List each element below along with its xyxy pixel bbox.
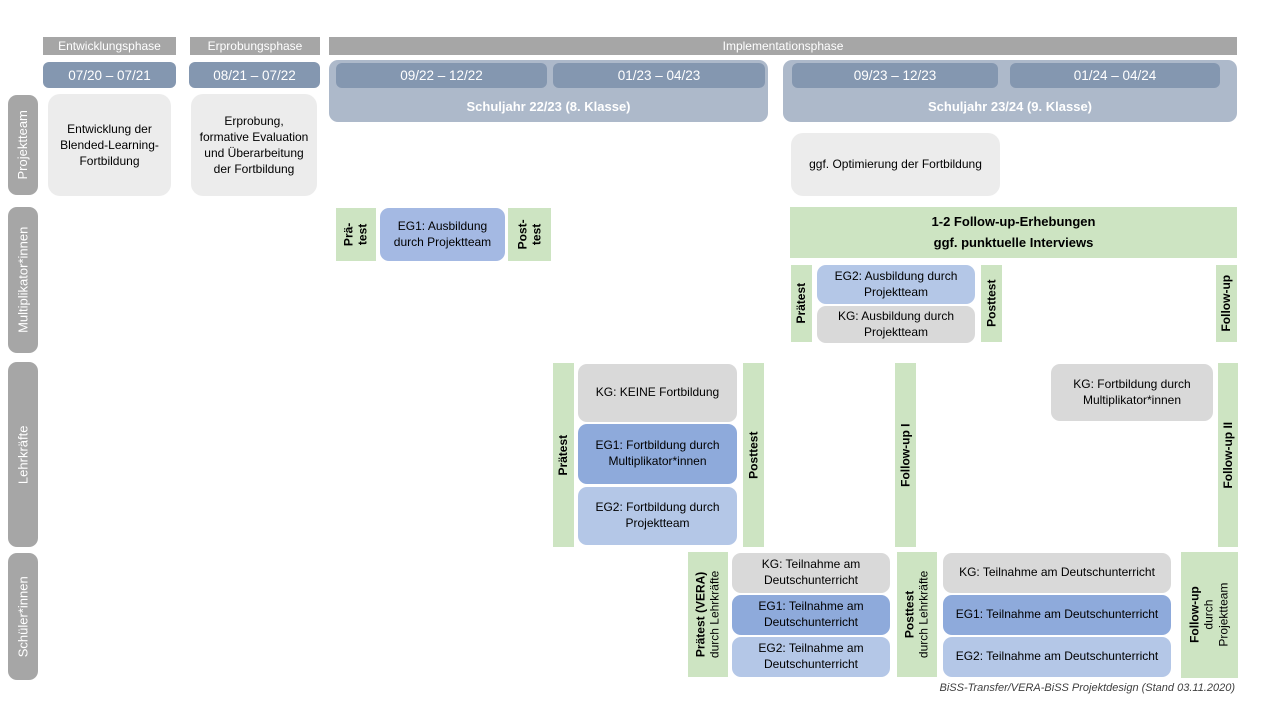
bar-praetest-multiplikator-2: Prätest xyxy=(791,265,812,342)
date-pill-0821-0722: 08/21 – 07/22 xyxy=(189,62,320,88)
sidebar-row-lehrkraefte-label: Lehrkräfte xyxy=(15,425,31,484)
followup2-label: Follow-up II xyxy=(1220,421,1235,489)
praetest-vera-line2: durch Lehrkräfte xyxy=(708,570,723,659)
sidebar-row-schueler: Schüler*innen xyxy=(8,553,38,680)
bar-followup2-lehrkraefte: Follow-up II xyxy=(1218,363,1238,547)
box-eg1-teilnahme-1: EG1: Teilnahme am Deutschunterricht xyxy=(732,595,890,635)
box-eg1-fortbildung-multiplikator: EG1: Fortbildung durch Multiplikator*inn… xyxy=(578,424,737,484)
box-kg-fortbildung-multiplikator: KG: Fortbildung durch Multiplikator*inne… xyxy=(1051,364,1213,421)
schoolyear-label-2324: Schuljahr 23/24 (9. Klasse) xyxy=(927,98,1093,114)
followup-erhebungen-line2: ggf. punktuelle Interviews xyxy=(933,234,1094,250)
bar-praetest-vera-schueler: Prätest (VERA) durch Lehrkräfte xyxy=(688,552,728,677)
box-eg1-teilnahme-2: EG1: Teilnahme am Deutschunterricht xyxy=(943,595,1171,635)
box-followup-erhebungen: 1-2 Follow-up-Erhebungen ggf. punktuelle… xyxy=(790,207,1237,258)
schoolyear-label-2223: Schuljahr 22/23 (8. Klasse) xyxy=(466,98,631,114)
posttest-schueler-line2: durch Lehrkräfte xyxy=(917,570,932,659)
followup-projektteam-line1: Follow-up xyxy=(1187,586,1202,644)
date-pill-0922-1222: 09/22 – 12/22 xyxy=(336,63,547,88)
bar-posttest-schueler: Posttest durch Lehrkräfte xyxy=(897,552,937,677)
bar-followup-multiplikator: Follow-up xyxy=(1216,265,1237,342)
praetest2-label: Prätest xyxy=(794,283,809,324)
followup-erhebungen-line1: 1-2 Follow-up-Erhebungen xyxy=(931,214,1096,230)
box-kg-teilnahme-1: KG: Teilnahme am Deutschunterricht xyxy=(732,553,890,593)
bar-followup1-lehrkraefte: Follow-up I xyxy=(895,363,916,547)
bar-posttest-multiplikator-1: Post- test xyxy=(508,208,551,261)
box-kg-ausbildung-projektteam: KG: Ausbildung durch Projektteam xyxy=(817,306,975,343)
posttest2-label: Posttest xyxy=(984,279,999,328)
posttest-line1: Post- xyxy=(515,219,530,250)
box-eg2-teilnahme-2: EG2: Teilnahme am Deutschunterricht xyxy=(943,637,1171,677)
bar-posttest-multiplikator-2: Posttest xyxy=(981,265,1002,342)
followup-multiplikator-label: Follow-up xyxy=(1219,275,1234,332)
followup1-label: Follow-up I xyxy=(898,423,913,487)
phase-header-entwicklung: Entwicklungsphase xyxy=(43,37,176,55)
sidebar-row-schueler-label: Schüler*innen xyxy=(15,576,31,657)
posttest-schueler-line1: Posttest xyxy=(902,590,917,639)
box-kg-teilnahme-2: KG: Teilnahme am Deutschunterricht xyxy=(943,553,1171,593)
bar-praetest-lehrkraefte: Prätest xyxy=(553,363,574,547)
date-pill-0923-1223: 09/23 – 12/23 xyxy=(792,63,998,88)
praetest-line2: test xyxy=(356,223,370,246)
box-entwicklung-fortbildung: Entwicklung der Blended-Learning-Fortbil… xyxy=(48,94,171,196)
sidebar-row-multiplikator-label: Multiplikator*innen xyxy=(15,226,31,334)
box-erprobung-evaluation: Erprobung, formative Evaluation und Über… xyxy=(191,94,317,196)
date-pill-0123-0423: 01/23 – 04/23 xyxy=(553,63,765,88)
box-eg2-ausbildung-projektteam: EG2: Ausbildung durch Projektteam xyxy=(817,265,975,304)
sidebar-row-projektteam-label: Projektteam xyxy=(15,110,31,180)
sidebar-row-multiplikator: Multiplikator*innen xyxy=(8,207,38,353)
praetest-lehrkraefte-label: Prätest xyxy=(556,434,571,476)
date-pill-0124-0424: 01/24 – 04/24 xyxy=(1010,63,1220,88)
box-kg-keine-fortbildung: KG: KEINE Fortbildung xyxy=(578,364,737,422)
box-eg1-ausbildung-projektteam: EG1: Ausbildung durch Projektteam xyxy=(380,208,505,261)
diagram-caption: BiSS-Transfer/VERA-BiSS Projektdesign (S… xyxy=(939,682,1235,694)
date-pill-0720-0721: 07/20 – 07/21 xyxy=(43,62,176,88)
sidebar-row-projektteam: Projektteam xyxy=(8,95,38,195)
followup-projektteam-line2: durch xyxy=(1202,599,1217,631)
phase-header-erprobung: Erprobungsphase xyxy=(190,37,320,55)
box-eg2-teilnahme-1: EG2: Teilnahme am Deutschunterricht xyxy=(732,637,890,677)
praetest-line1: Prä- xyxy=(341,222,356,247)
posttest-lehrkraefte-label: Posttest xyxy=(746,431,761,479)
praetest-vera-line1: Prätest (VERA) xyxy=(693,571,708,658)
phase-header-implementation: Implementationsphase xyxy=(329,37,1237,55)
box-eg2-fortbildung-projektteam: EG2: Fortbildung durch Projektteam xyxy=(578,487,737,545)
sidebar-row-lehrkraefte: Lehrkräfte xyxy=(8,362,38,547)
schoolyear-band-2324: 09/23 – 12/23 01/24 – 04/24 Schuljahr 23… xyxy=(783,60,1237,122)
bar-followup-projektteam-schueler: Follow-up durch Projektteam xyxy=(1181,552,1238,678)
box-optimierung-fortbildung: ggf. Optimierung der Fortbildung xyxy=(791,133,1000,196)
bar-praetest-multiplikator-1: Prä- test xyxy=(336,208,376,261)
schoolyear-band-2223: 09/22 – 12/22 01/23 – 04/23 Schuljahr 22… xyxy=(329,60,768,122)
bar-posttest-lehrkraefte: Posttest xyxy=(743,363,764,547)
followup-projektteam-line3: Projektteam xyxy=(1216,582,1231,648)
posttest-line2: test xyxy=(529,223,544,246)
